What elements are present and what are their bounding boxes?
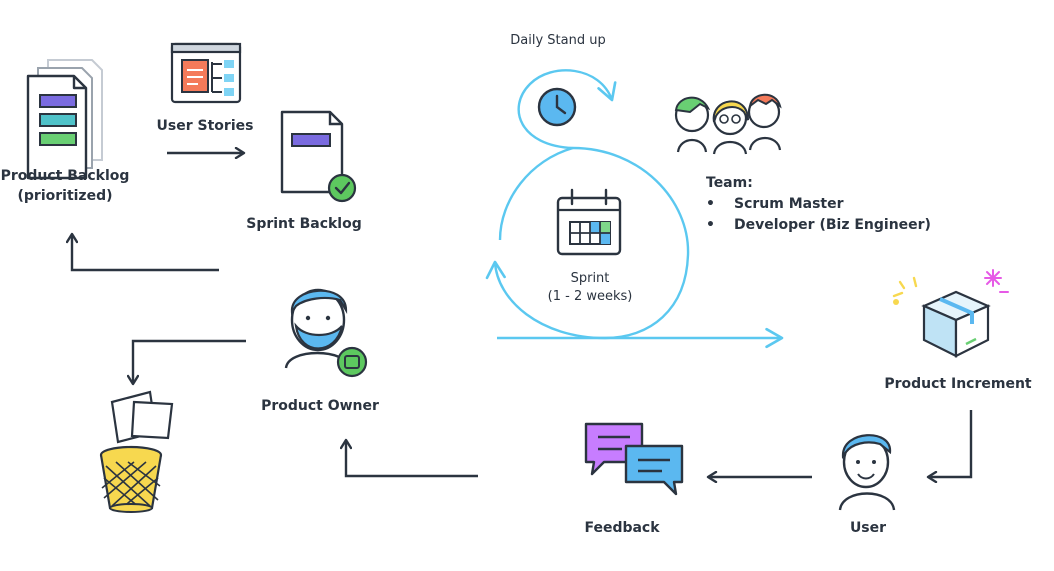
arrow-to-product-backlog bbox=[72, 234, 219, 272]
user-icon bbox=[838, 434, 896, 511]
product-backlog-title: Product Backlog bbox=[0, 168, 130, 184]
product-backlog-label: Product Backlog (prioritized) bbox=[0, 166, 130, 206]
user-stories-label: User Stories bbox=[156, 118, 254, 134]
feedback-label: Feedback bbox=[584, 520, 660, 536]
product-backlog-icon bbox=[26, 59, 103, 180]
team-members: Scrum Master Developer (Biz Engineer) bbox=[706, 194, 931, 236]
product-owner-label: Product Owner bbox=[261, 398, 379, 414]
daily-standup-loop bbox=[517, 69, 617, 150]
feedback-icon bbox=[584, 422, 684, 496]
product-increment-icon bbox=[892, 269, 1009, 358]
team-icon bbox=[674, 93, 782, 155]
product-increment-label: Product Increment bbox=[884, 376, 1032, 392]
arrow-to-user bbox=[928, 410, 973, 477]
sprint-cycle bbox=[485, 146, 690, 340]
product-owner-icon bbox=[284, 288, 368, 378]
calendar-icon bbox=[556, 188, 622, 256]
team-label: Team: Scrum Master Developer (Biz Engine… bbox=[706, 173, 931, 236]
sprint-backlog-icon bbox=[280, 110, 357, 203]
user-label: User bbox=[849, 520, 887, 536]
team-member: Scrum Master bbox=[706, 194, 931, 215]
trash-icon bbox=[99, 390, 174, 513]
sprint-duration: (1 - 2 weeks) bbox=[547, 289, 633, 304]
team-member: Developer (Biz Engineer) bbox=[706, 215, 931, 236]
sprint-title: Sprint bbox=[570, 271, 610, 286]
product-backlog-subtitle: (prioritized) bbox=[17, 188, 113, 204]
arrow-to-trash bbox=[133, 339, 246, 384]
arrow-to-product-owner bbox=[346, 440, 478, 478]
daily-standup-label: Daily Stand up bbox=[510, 33, 606, 48]
clock-icon bbox=[537, 87, 577, 127]
sprint-backlog-label: Sprint Backlog bbox=[246, 216, 362, 232]
team-title: Team: bbox=[706, 175, 753, 191]
user-stories-icon bbox=[170, 42, 242, 104]
sprint-label: Sprint (1 - 2 weeks) bbox=[534, 270, 646, 306]
